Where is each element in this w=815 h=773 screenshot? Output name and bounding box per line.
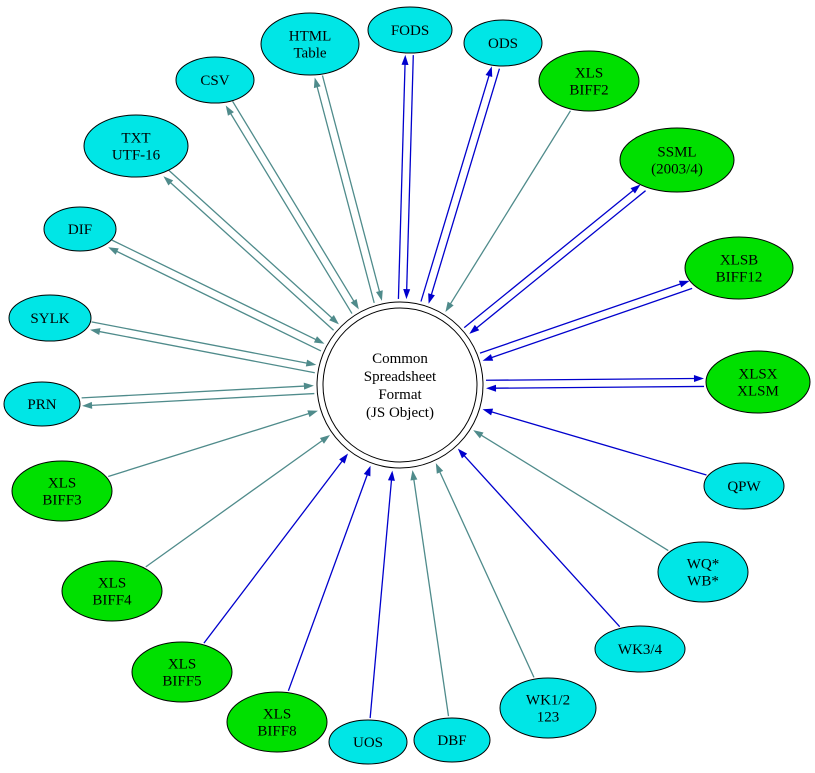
edge-html-table-out [313,77,375,304]
edge-txt-utf16-out [163,176,334,331]
node-label-ods: ODS [488,36,518,52]
node-csv: CSV [175,56,255,104]
node-label-xls-biff2: BIFF2 [569,83,608,99]
node-qpw: QPW [703,462,785,510]
node-label-xls-biff4: XLS [98,576,126,592]
edge-prn-out [82,392,315,409]
node-label-wq-wb: WB* [687,574,719,590]
center-node-label: Spreadsheet [364,369,437,385]
node-label-uos: UOS [353,735,383,751]
edge-sylk-out [90,328,315,374]
edge-wk34-in [457,448,621,628]
node-label-txt-utf16: UTF-16 [112,148,161,164]
node-label-html-table: HTML [289,29,332,45]
edge-xls-biff3-in [108,410,318,478]
node-uos: UOS [328,719,408,765]
edge-xls-biff5-in [203,453,348,644]
center-node-label: Common [372,351,428,367]
node-label-dbf: DBF [437,733,466,749]
node-label-xlsb: BIFF12 [716,270,763,286]
node-label-sylk: SYLK [30,311,69,327]
node-label-xlsx: XLSX [738,367,777,383]
node-label-dif: DIF [68,222,92,238]
edge-xlsx-in [486,384,705,392]
edge-sylk-in [91,321,317,367]
node-label-ssml: SSML [657,145,696,161]
edge-ods-out [420,66,493,302]
edge-csv-out [225,105,353,314]
node-label-wk12-123: 123 [537,710,560,726]
node-label-xls-biff4: BIFF4 [92,593,132,609]
node-sylk: SYLK [8,294,92,342]
node-wq-wb: WQ*WB* [657,541,749,603]
edge-qpw-in [482,408,707,476]
edge-xls-biff4-in [145,435,331,568]
node-label-xlsx: XLSM [737,384,779,400]
edge-xlsx-out [485,375,704,383]
node-label-xls-biff5: XLS [168,657,196,673]
node-dbf: DBF [413,717,491,763]
node-label-xls-biff5: BIFF5 [162,674,201,690]
edge-ssml-in [469,190,646,334]
node-prn: PRN [3,381,81,427]
edge-xls-biff2-in [445,110,572,312]
node-label-txt-utf16: TXT [121,131,150,147]
node-label-ssml: (2003/4) [651,162,703,178]
edge-xlsb-in [482,287,693,361]
node-label-xls-biff8: XLS [263,707,291,723]
node-label-xls-biff8: BIFF8 [257,724,296,740]
edge-wq-wb-in [473,430,669,552]
node-label-qpw: QPW [727,479,761,495]
node-label-wk12-123: WK1/2 [526,693,570,709]
edge-dif-out [108,247,322,352]
node-label-xlsb: XLSB [720,253,758,269]
node-wk34: WK3/4 [594,625,686,673]
node-label-prn: PRN [27,397,56,413]
node-label-xls-biff3: XLS [48,476,76,492]
edge-html-table-in [321,75,383,301]
edge-ods-in [428,68,501,304]
edge-prn-in [81,382,314,399]
edge-xls-biff8-in [287,465,371,692]
node-label-wq-wb: WQ* [687,557,720,573]
edge-csv-in [232,100,359,310]
edge-dif-in [111,239,325,344]
node-label-wk34: WK3/4 [618,642,663,658]
center-node-label: (JS Object) [366,405,434,421]
node-label-html-table: Table [293,46,326,62]
edge-fods-in [403,55,414,300]
node-label-fods: FODS [391,23,429,39]
edge-fods-out [397,54,409,299]
node-dif: DIF [43,206,117,252]
node-label-xls-biff2: XLS [575,66,603,82]
edge-wk12-123-in [435,463,535,678]
node-label-csv: CSV [200,73,229,89]
center-node-label: Format [378,387,422,403]
edge-xlsb-out [479,280,690,354]
edge-dbf-in [410,470,450,717]
node-ods: ODS [463,19,543,67]
edge-txt-utf16-in [168,169,339,325]
edge-ssml-out [463,184,641,329]
node-fods: FODS [367,6,453,54]
node-label-xls-biff3: BIFF3 [42,493,81,509]
node-ssml: SSML(2003/4) [619,127,735,193]
edge-uos-in [369,470,395,719]
